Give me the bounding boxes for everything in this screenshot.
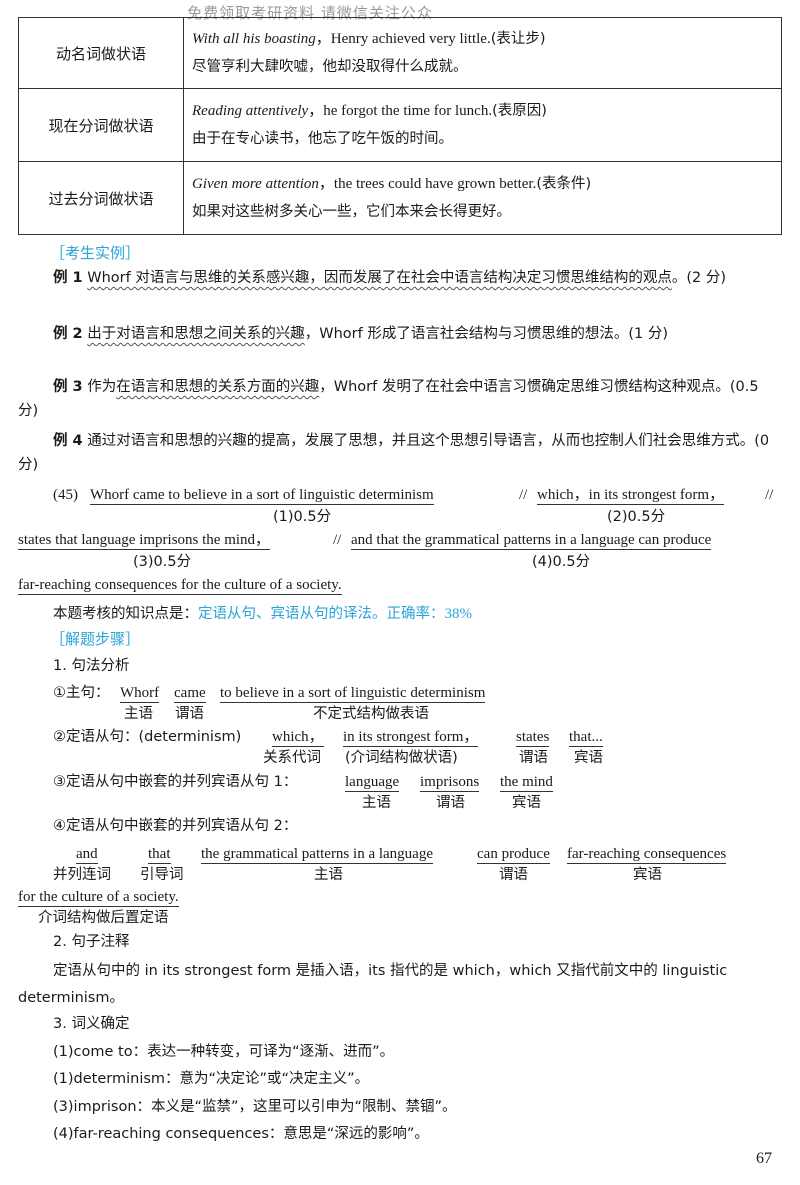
vocab-item: (4)far-reaching consequences：意思是“深远的影响”。: [53, 1126, 429, 1142]
score-label: (3)0.5分: [133, 554, 192, 570]
clause-part: and: [76, 846, 98, 864]
table-label: 动名词做状语: [18, 17, 184, 89]
sentence-segment: and that the grammatical patterns in a l…: [351, 532, 712, 550]
table-content: With all his boasting，Henry achieved ver…: [183, 17, 782, 89]
clause-part: came: [174, 685, 206, 703]
example-3: 例 3 作为在语言和思想的关系方面的兴趣，Whorf 发明了在社会中语言习惯确定…: [18, 379, 759, 419]
clause-part: to believe in a sort of linguistic deter…: [220, 685, 486, 703]
table-row: 现在分词做状语 Reading attentively，he forgot th…: [18, 88, 782, 162]
clause-part: states: [516, 729, 550, 747]
clause-part: the mind: [500, 774, 553, 792]
step3-title: 3. 词义确定: [53, 1016, 130, 1032]
vocab-item: (1)determinism：意为“决定论”或“决定主义”。: [53, 1071, 370, 1087]
table-row: 动名词做状语 With all his boasting，Henry achie…: [18, 17, 782, 89]
table-row: 过去分词做状语 Given more attention，the trees c…: [18, 161, 782, 235]
table-content: Reading attentively，he forgot the time f…: [183, 88, 782, 162]
example-4: 例 4 通过对语言和思想的兴趣的提高，发展了思想，并且这个思想引导语言，从而也控…: [18, 433, 770, 473]
clause-part: far-reaching consequences: [567, 846, 727, 864]
examples-heading: ［考生实例］: [50, 244, 141, 262]
clause-part: which，: [272, 729, 324, 747]
sentence-segment: far-reaching consequences for the cultur…: [18, 577, 342, 595]
clause-part: for the culture of a society.: [18, 889, 179, 907]
sentence-segment: Whorf came to believe in a sort of lingu…: [90, 487, 434, 505]
page-number: 67: [756, 1150, 772, 1167]
score-label: (1)0.5分: [273, 509, 332, 525]
sentence-segment: states that language imprisons the mind，: [18, 532, 271, 550]
example-2: 例 2 出于对语言和思想之间关系的兴趣，Whorf 形成了语言社会结构与习惯思维…: [53, 326, 668, 342]
table-content: Given more attention，the trees could hav…: [183, 161, 782, 235]
clause-part: Whorf: [120, 685, 160, 703]
score-label: (4)0.5分: [532, 554, 591, 570]
sentence-segment: which，in its strongest form，: [537, 487, 725, 505]
clause-part: imprisons: [420, 774, 480, 792]
step2-text: 定语从句中的 in its strongest form 是插入语，its 指代…: [18, 963, 728, 1006]
clause-part: can produce: [477, 846, 550, 864]
vocab-item: (3)imprison：本义是“监禁”，这里可以引申为“限制、禁锢”。: [53, 1099, 457, 1115]
clause-part: the grammatical patterns in a language: [201, 846, 433, 864]
clause-part: that...: [569, 729, 603, 747]
clause-part: language: [345, 774, 400, 792]
step1-title: 1. 句法分析: [53, 658, 130, 674]
clause-part: that: [148, 846, 171, 864]
table-label: 现在分词做状语: [18, 88, 184, 162]
grammar-table: 动名词做状语 With all his boasting，Henry achie…: [18, 17, 782, 235]
knowledge-point: 本题考核的知识点是：定语从句、宾语从句的译法。正确率：38%: [53, 606, 472, 622]
steps-heading: ［解题步骤］: [50, 630, 141, 648]
table-label: 过去分词做状语: [18, 161, 184, 235]
step2-title: 2. 句子注释: [53, 934, 130, 950]
example-1: 例 1 Whorf 对语言与思维的关系感兴趣，因而发展了在社会中语言结构决定习惯…: [53, 270, 726, 286]
score-label: (2)0.5分: [607, 509, 666, 525]
vocab-item: (1)come to：表达一种转变，可译为“逐渐、进而”。: [53, 1044, 395, 1060]
clause-part: in its strongest form，: [343, 729, 479, 747]
